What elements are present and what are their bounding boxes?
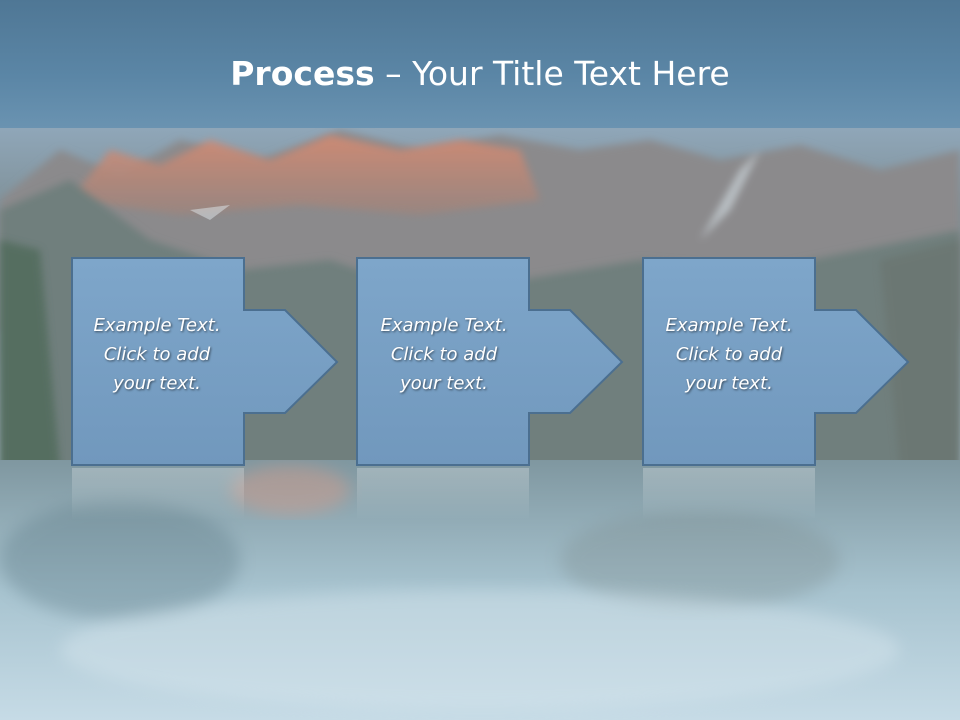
title-band — [0, 0, 960, 128]
step-3-text[interactable]: Example Text. Click to add your text. — [665, 315, 793, 394]
step-1-text[interactable]: Example Text. Click to add your text. — [93, 315, 221, 394]
step-2-shape[interactable] — [356, 257, 624, 520]
title-bold-part: Process — [230, 54, 375, 93]
step-2-text[interactable]: Example Text. Click to add your text. — [380, 315, 508, 394]
step-3-shape[interactable] — [642, 257, 910, 520]
step-1-shape[interactable] — [71, 257, 339, 520]
slide-title[interactable]: Process – Your Title Text Here — [0, 52, 960, 96]
title-rest-part: – Your Title Text Here — [374, 54, 730, 93]
